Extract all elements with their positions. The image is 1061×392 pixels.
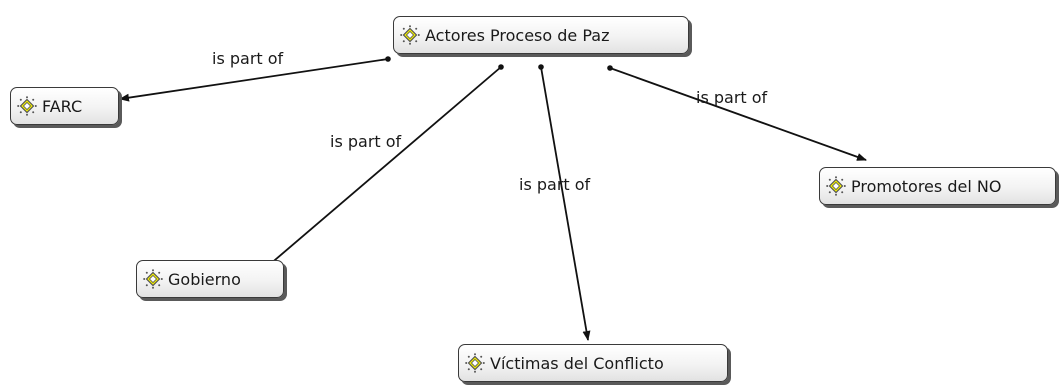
edge-label-victimas: is part of — [519, 175, 591, 194]
edge-start-dot-4 — [607, 65, 613, 71]
concept-diamond-icon — [143, 269, 163, 289]
edge-line-2[interactable] — [247, 66, 502, 284]
node-promotores-del-no[interactable]: Promotores del NO — [819, 167, 1056, 205]
node-victimas-del-conflicto[interactable]: Víctimas del Conflicto — [458, 344, 728, 382]
edge-label-gobierno: is part of — [330, 132, 402, 151]
node-label: Actores Proceso de Paz — [425, 25, 610, 45]
edge-line-1[interactable] — [119, 58, 389, 102]
edge-line-3[interactable] — [540, 66, 591, 341]
node-label: Promotores del NO — [851, 176, 1002, 196]
edge-start-dot-2 — [498, 64, 504, 70]
edge-label-promotores: is part of — [696, 88, 768, 107]
concept-diamond-icon — [465, 353, 485, 373]
concept-diamond-icon — [826, 176, 846, 196]
edge-start-dot-1 — [385, 56, 391, 62]
node-farc[interactable]: FARC — [10, 87, 119, 125]
edge-start-dot-3 — [538, 64, 544, 70]
node-label: FARC — [42, 96, 83, 116]
node-label: Víctimas del Conflicto — [490, 353, 664, 373]
concept-diamond-icon — [17, 96, 37, 116]
node-label: Gobierno — [168, 269, 241, 289]
node-gobierno[interactable]: Gobierno — [136, 260, 284, 298]
node-actores-proceso-de-paz[interactable]: Actores Proceso de Paz — [393, 16, 689, 54]
edge-line-4[interactable] — [609, 67, 867, 161]
concept-diamond-icon — [400, 25, 420, 45]
edge-label-farc: is part of — [212, 49, 284, 68]
